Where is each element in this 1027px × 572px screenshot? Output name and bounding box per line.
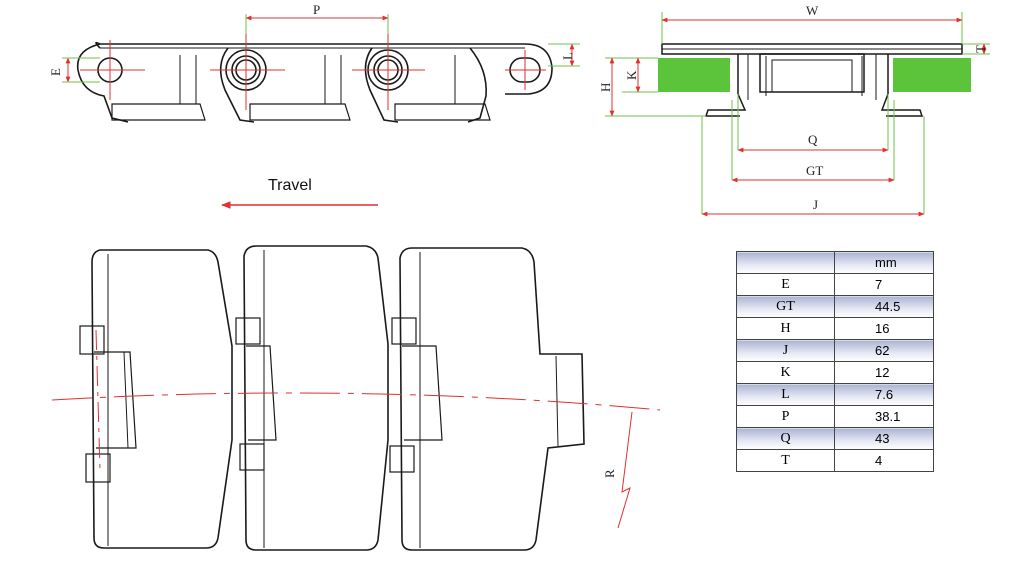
dim-label-w: W xyxy=(806,3,819,18)
table-cell-value: 44.5 xyxy=(834,295,934,318)
table-header-unit: mm xyxy=(834,251,934,274)
top-view xyxy=(79,245,585,551)
travel-label: Travel xyxy=(268,177,312,194)
table-cell-value: 43 xyxy=(834,427,934,450)
dim-label-e: E xyxy=(48,68,63,76)
dim-label-gt: GT xyxy=(806,163,823,178)
table-cell-value: 38.1 xyxy=(834,405,934,428)
table-cell-value: 7 xyxy=(834,273,934,296)
dim-label-r: R xyxy=(602,469,617,478)
dim-label-k: K xyxy=(624,70,639,80)
front-view-dimensions xyxy=(609,17,987,217)
table-cell-key: J xyxy=(736,339,835,362)
table-cell-value: 16 xyxy=(834,317,934,340)
table-cell-value: 62 xyxy=(834,339,934,362)
table-cell-key: Q xyxy=(736,427,835,450)
table-cell-key: P xyxy=(736,405,835,428)
dim-label-p: P xyxy=(313,2,320,17)
table-cell-key: T xyxy=(736,449,835,472)
dim-label-t: T xyxy=(973,45,988,53)
table-cell-value: 7.6 xyxy=(834,383,934,406)
dim-label-q: Q xyxy=(808,132,818,147)
dim-label-h: H xyxy=(598,83,613,92)
wear-strip-right xyxy=(893,58,971,92)
dim-label-l: L xyxy=(560,52,575,60)
front-view xyxy=(658,43,971,117)
wear-strip-left xyxy=(658,58,730,92)
side-view xyxy=(76,41,553,123)
table-cell-value: 12 xyxy=(834,361,934,384)
table-cell-key: K xyxy=(736,361,835,384)
table-cell-key: E xyxy=(736,273,835,296)
table-cell-key: L xyxy=(736,383,835,406)
side-view-extension-lines xyxy=(62,14,580,83)
table-cell-value: 4 xyxy=(834,449,934,472)
top-view-centerline xyxy=(51,329,661,529)
table-cell-key: H xyxy=(736,317,835,340)
front-view-extension-lines xyxy=(605,12,990,214)
table-header-row: mm xyxy=(736,251,934,274)
dim-label-j: J xyxy=(813,197,818,212)
table-header-blank xyxy=(736,251,835,274)
table-cell-key: GT xyxy=(736,295,835,318)
side-view-centerlines xyxy=(65,15,575,110)
